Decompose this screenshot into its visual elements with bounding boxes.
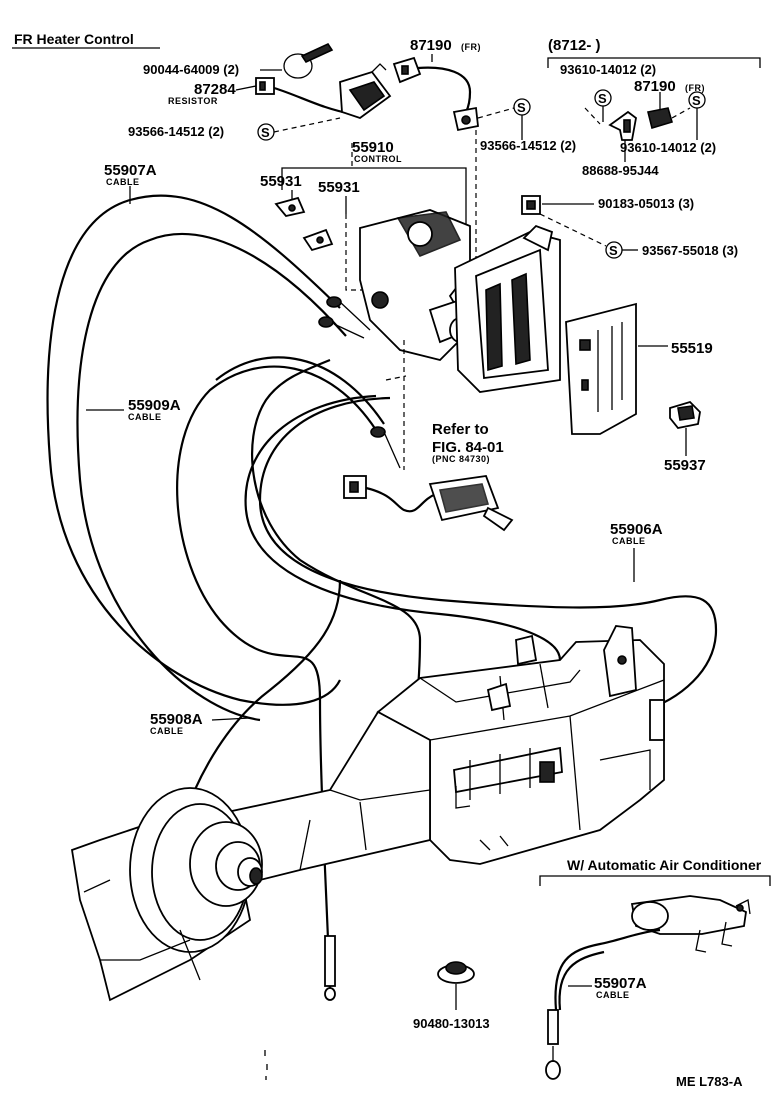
label-55519: 55519 bbox=[671, 340, 713, 357]
label-87284: 87284 bbox=[194, 81, 236, 98]
label-55909a-sub: CABLE bbox=[128, 412, 162, 422]
label-90044: 90044-64009 (2) bbox=[143, 62, 239, 77]
cable-55907a-ac bbox=[554, 928, 661, 1011]
resistor-part bbox=[255, 63, 392, 120]
callout-group-label: (8712- ) bbox=[548, 37, 601, 54]
label-88688: 88688-95J44 bbox=[582, 163, 659, 178]
label-93610-a: 93610-14012 (2) bbox=[560, 62, 656, 77]
clip-nut-part bbox=[521, 195, 541, 215]
label-90480: 90480-13013 bbox=[413, 1016, 490, 1031]
refer-line-2: FIG. 84-01 bbox=[432, 439, 504, 456]
svg-text:S: S bbox=[598, 91, 607, 106]
label-55908a: 55908A bbox=[150, 711, 203, 728]
switch-part bbox=[647, 107, 673, 130]
label-87284-sub: RESISTOR bbox=[168, 96, 218, 106]
label-93566-b: 93566-14512 (2) bbox=[480, 138, 576, 153]
label-55906a-sub: CABLE bbox=[612, 536, 646, 546]
screw-icon: S bbox=[513, 98, 531, 116]
label-55907a: 55907A bbox=[104, 162, 157, 179]
blower-switch-harness bbox=[343, 475, 514, 532]
label-55931-a: 55931 bbox=[260, 173, 302, 190]
control-bracket bbox=[281, 167, 467, 244]
label-90183: 90183-05013 (3) bbox=[598, 196, 694, 211]
cable-55908a bbox=[180, 579, 342, 823]
control-panel-plate bbox=[565, 302, 637, 435]
label-55907a-ac: 55907A bbox=[594, 975, 647, 992]
knob-part bbox=[669, 400, 701, 429]
label-55909a: 55909A bbox=[128, 397, 181, 414]
label-93567: 93567-55018 (3) bbox=[642, 243, 738, 258]
screw-icon: S bbox=[605, 241, 623, 259]
group-bracket bbox=[547, 57, 761, 68]
label-87190-b: 87190 bbox=[634, 78, 676, 95]
label-55908a-sub: CABLE bbox=[150, 726, 184, 736]
switch-connector-part bbox=[392, 56, 479, 132]
ac-servo-motor bbox=[630, 895, 751, 953]
refer-line-1: Refer to bbox=[432, 421, 489, 438]
heater-unit-housing bbox=[376, 625, 665, 865]
svg-text:S: S bbox=[261, 125, 270, 140]
footer-code: ME L783-A bbox=[676, 1074, 743, 1089]
cable-55907a bbox=[46, 194, 341, 706]
label-55907a-ac-sub: CABLE bbox=[596, 990, 630, 1000]
ac-bracket bbox=[539, 875, 771, 886]
clip-part bbox=[302, 228, 334, 252]
label-55910-sub: CONTROL bbox=[354, 154, 402, 164]
svg-text:S: S bbox=[692, 93, 701, 108]
label-55937: 55937 bbox=[664, 457, 706, 474]
screw-icon: S bbox=[688, 91, 706, 109]
clamp-part bbox=[283, 42, 334, 79]
grommet-part bbox=[437, 961, 475, 984]
svg-text:S: S bbox=[517, 100, 526, 115]
cable-55906a bbox=[258, 396, 718, 714]
screw-icon: S bbox=[257, 123, 275, 141]
switch-bracket-part bbox=[608, 110, 637, 141]
label-55907a-sub: CABLE bbox=[106, 177, 140, 187]
label-87190-a-suffix: (FR) bbox=[461, 42, 481, 52]
screw-icon: S bbox=[594, 89, 612, 107]
svg-text:S: S bbox=[609, 243, 618, 258]
label-93566-a: 93566-14512 (2) bbox=[128, 124, 224, 139]
label-55910: 55910 bbox=[352, 139, 394, 156]
label-55906a: 55906A bbox=[610, 521, 663, 538]
clip-part bbox=[274, 196, 306, 217]
heater-control-assembly bbox=[359, 209, 561, 393]
label-55931-b: 55931 bbox=[318, 179, 360, 196]
refer-line-3: (PNC 84730) bbox=[432, 454, 490, 464]
label-93610-b: 93610-14012 (2) bbox=[620, 140, 716, 155]
diagram-title: FR Heater Control bbox=[14, 31, 134, 47]
label-87190-a: 87190 bbox=[410, 37, 452, 54]
section-ac-label: W/ Automatic Air Conditioner bbox=[567, 857, 762, 873]
label-87190-b-suffix: (FR) bbox=[685, 83, 705, 93]
blower-motor bbox=[70, 787, 263, 1002]
